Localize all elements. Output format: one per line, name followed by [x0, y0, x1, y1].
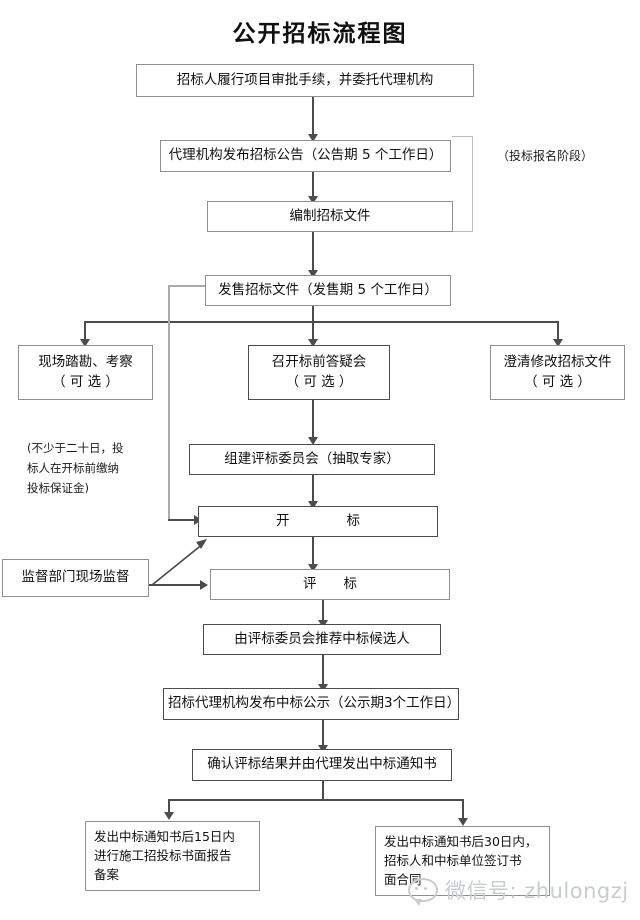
edge-n4-n9-bottom — [168, 519, 198, 521]
arrowhead-n2-n3 — [308, 196, 318, 204]
node-site-survey[interactable]: 现场踏勘、考察 （ 可 选 ） — [18, 345, 153, 400]
node-form-evaluation-committee[interactable]: 组建评标委员会（抽取专家） — [189, 444, 435, 475]
node-sell-documents[interactable]: 发售招标文件（发售期 5 个工作日） — [205, 275, 451, 306]
node-label: 发售招标文件（发售期 5 个工作日） — [218, 281, 438, 298]
arrowhead-n6-n8 — [308, 437, 318, 445]
edge-n14-fanout-stem — [322, 781, 324, 800]
edge-n1-n2 — [312, 97, 314, 136]
arrowhead-n3-n4 — [308, 270, 318, 278]
edge-n12-n13 — [322, 655, 324, 688]
edge-n4-n7 — [557, 321, 559, 343]
node-label: 组建评标委员会（抽取专家） — [224, 450, 400, 467]
edge-n4-n9-top — [168, 285, 205, 287]
node-label: 召开标前答疑会 （ 可 选 ） — [271, 353, 367, 390]
node-label: 编制招标文件 — [289, 207, 371, 224]
edge-n14-fanout-bus — [168, 799, 464, 801]
node-label: 澄清修改招标文件 （ 可 选 ） — [503, 353, 612, 390]
node-label: 招标代理机构发布中标公示（公示期3个工作日） — [168, 695, 461, 712]
node-label: 确认评标结果并由代理发出中标通知书 — [207, 756, 437, 773]
arrowhead-n11-n10 — [200, 580, 208, 590]
arrowhead-n14-n16 — [458, 818, 468, 826]
page-title: 公开招标流程图 — [232, 21, 408, 47]
arrowhead-n8-n9 — [308, 501, 318, 509]
edge-n6-n8 — [312, 400, 314, 441]
edge-n4-n5 — [84, 321, 86, 343]
edge-n4-n6 — [312, 321, 314, 343]
node-sign-contract-30days[interactable]: 发出中标通知书后30日内， 招标人和中标单位签订书 面合同 — [375, 826, 550, 896]
node-label: 评 标 — [303, 575, 357, 592]
arrowhead-n9-n10 — [308, 564, 318, 572]
edge-n9-n10 — [312, 537, 314, 568]
edge-n14-n15 — [168, 799, 170, 816]
edge-n11-n10 — [149, 584, 201, 586]
edge-n11-n9-diagonal — [151, 539, 207, 586]
stage-bracket-top — [452, 136, 473, 138]
arrowhead-n14-n15 — [164, 812, 174, 820]
edge-n4-fanout-stem — [312, 306, 314, 322]
node-publish-winner-notice[interactable]: 招标代理机构发布中标公示（公示期3个工作日） — [163, 688, 461, 720]
edge-n2-n3 — [312, 172, 314, 200]
node-bid-evaluation[interactable]: 评 标 — [210, 569, 450, 600]
node-label: 发出中标通知书后30日内， 招标人和中标单位签订书 面合同 — [384, 834, 538, 887]
node-clarify-documents[interactable]: 澄清修改招标文件 （ 可 选 ） — [490, 345, 625, 400]
arrowhead-n1-n2 — [308, 134, 318, 142]
node-prebid-meeting[interactable]: 召开标前答疑会 （ 可 选 ） — [248, 345, 390, 400]
node-confirm-issue-notice[interactable]: 确认评标结果并由代理发出中标通知书 — [192, 749, 452, 781]
node-label: 监督部门现场监督 — [21, 569, 130, 586]
node-filing-report-15days[interactable]: 发出中标通知书后15日内 进行施工招投标书面报告 备案 — [85, 821, 260, 891]
node-label: 招标人履行项目审批手续，并委托代理机构 — [176, 71, 434, 88]
node-label: 开 标 — [276, 512, 370, 529]
node-prepare-documents[interactable]: 编制招标文件 — [207, 201, 453, 232]
node-label: 由评标委员会推荐中标候选人 — [234, 630, 410, 647]
node-label: 现场踏勘、考察 （ 可 选 ） — [38, 353, 133, 390]
edge-n8-n9 — [312, 475, 314, 505]
node-label: 发出中标通知书后15日内 进行施工招投标书面报告 备案 — [94, 829, 235, 882]
node-supervision-department[interactable]: 监督部门现场监督 — [2, 559, 149, 597]
node-recommend-candidates[interactable]: 由评标委员会推荐中标候选人 — [203, 624, 441, 655]
stage-bracket-vertical — [472, 136, 474, 232]
deposit-note-annotation: (不少于二十日，投 标人在开标前缴纳 投标保证金) — [27, 441, 124, 496]
node-publish-announcement[interactable]: 代理机构发布招标公告（公告期 5 个工作日） — [160, 140, 451, 172]
edge-n10-n12 — [322, 600, 324, 624]
node-bid-opening[interactable]: 开 标 — [198, 506, 438, 537]
node-project-approval[interactable]: 招标人履行项目审批手续，并委托代理机构 — [136, 64, 474, 97]
arrowhead-n4-n7 — [553, 339, 563, 347]
edge-n3-n4 — [312, 232, 314, 274]
edge-n14-n16 — [462, 799, 464, 822]
edge-n13-n14 — [322, 720, 324, 749]
edge-n4-fanout-bus — [84, 321, 558, 323]
arrowhead-n4-n6 — [308, 339, 318, 347]
node-label: 代理机构发布招标公告（公告期 5 个工作日） — [168, 147, 443, 164]
stage-label-annotation: （投标报名阶段） — [497, 149, 594, 163]
arrowhead-n4-n5 — [80, 339, 90, 347]
stage-bracket-bottom — [452, 231, 473, 233]
edge-n4-n9-vertical — [168, 285, 170, 520]
